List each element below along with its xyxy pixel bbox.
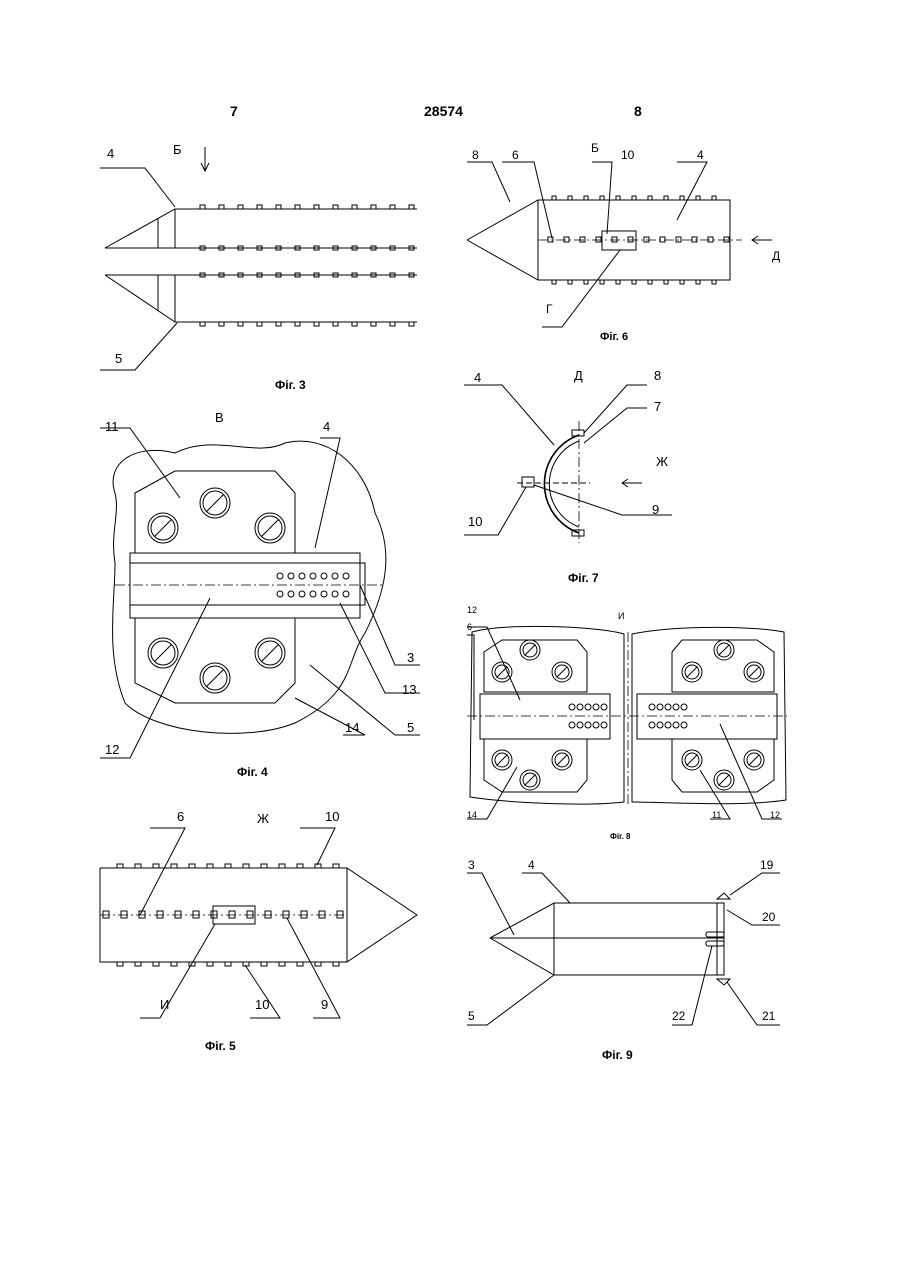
label-4: 4 — [697, 149, 704, 161]
label-4: 4 — [107, 147, 114, 160]
figure-9: 3 4 19 20 5 22 21 Фіг. 9 — [462, 855, 792, 1065]
label-3: 3 — [407, 651, 414, 664]
label-view-zh: Ж — [257, 812, 269, 825]
figure-5-caption: Фіг. 5 — [205, 1039, 236, 1053]
label-view-i: И — [618, 612, 624, 621]
figure-6-caption: Фіг. 6 — [600, 331, 628, 343]
label-11: 11 — [712, 811, 721, 820]
figure-3: 4 Б 5 Фіг. 3 — [95, 135, 425, 395]
label-11: 11 — [105, 420, 119, 433]
figure-4-drawing — [95, 403, 435, 783]
label-g: Г — [546, 303, 553, 315]
label-4: 4 — [528, 859, 535, 871]
label-14: 14 — [345, 721, 359, 734]
figure-8: И 12 6 14 11 12 Фіг. 8 — [462, 602, 792, 847]
label-view-d: Д — [772, 250, 780, 262]
figure-5-drawing — [95, 800, 435, 1055]
label-20: 20 — [762, 911, 775, 923]
figure-6-drawing — [462, 140, 792, 355]
page-number-left: 7 — [230, 103, 238, 119]
label-10-bottom: 10 — [255, 998, 269, 1011]
label-10-top: 10 — [325, 810, 339, 823]
label-9: 9 — [321, 998, 328, 1011]
label-5: 5 — [407, 721, 414, 734]
label-7: 7 — [654, 400, 661, 413]
label-i: И — [160, 998, 169, 1011]
figure-7: 4 Д 8 7 Ж 10 9 Фіг. 7 — [462, 363, 687, 588]
label-view-d: Д — [574, 369, 583, 382]
label-19: 19 — [760, 859, 773, 871]
label-12: 12 — [467, 606, 477, 615]
figure-7-caption: Фіг. 7 — [568, 571, 599, 585]
figure-3-caption: Фіг. 3 — [275, 378, 306, 392]
label-5: 5 — [115, 352, 122, 365]
label-21: 21 — [762, 1010, 775, 1022]
figure-9-caption: Фіг. 9 — [602, 1048, 633, 1062]
label-12-right: 12 — [770, 811, 780, 820]
figure-7-drawing — [462, 363, 687, 588]
label-8: 8 — [654, 369, 661, 382]
label-6: 6 — [512, 149, 519, 161]
figure-4-caption: Фіг. 4 — [237, 765, 268, 779]
figure-9-drawing — [462, 855, 792, 1065]
page-number-right: 8 — [634, 103, 642, 119]
label-view-zh: Ж — [656, 455, 668, 468]
label-4: 4 — [474, 371, 481, 384]
label-10: 10 — [468, 515, 482, 528]
figure-8-caption: Фіг. 8 — [610, 832, 630, 841]
figure-6: 8 Б 6 10 4 Д Г Фіг. 6 — [462, 140, 792, 355]
label-8: 8 — [472, 149, 479, 161]
label-9: 9 — [652, 503, 659, 516]
figure-3-drawing — [95, 135, 425, 395]
label-view-b-top: Б — [591, 142, 599, 154]
label-13: 13 — [402, 683, 416, 696]
label-22: 22 — [672, 1010, 685, 1022]
label-4: 4 — [323, 420, 330, 433]
label-view-b: Б — [173, 143, 182, 156]
label-view-v: В — [215, 411, 224, 424]
label-5: 5 — [468, 1010, 475, 1022]
label-3: 3 — [468, 859, 475, 871]
figure-5: 6 Ж 10 И 10 9 Фіг. 5 — [95, 800, 435, 1055]
label-12: 12 — [105, 743, 119, 756]
figure-4: В 11 4 3 13 5 14 12 Фіг. 4 — [95, 403, 435, 783]
label-14: 14 — [467, 811, 477, 820]
patent-number: 28574 — [424, 103, 463, 119]
label-10: 10 — [621, 149, 634, 161]
label-6: 6 — [177, 810, 184, 823]
label-6: 6 — [467, 623, 472, 632]
figure-8-drawing — [462, 602, 792, 847]
